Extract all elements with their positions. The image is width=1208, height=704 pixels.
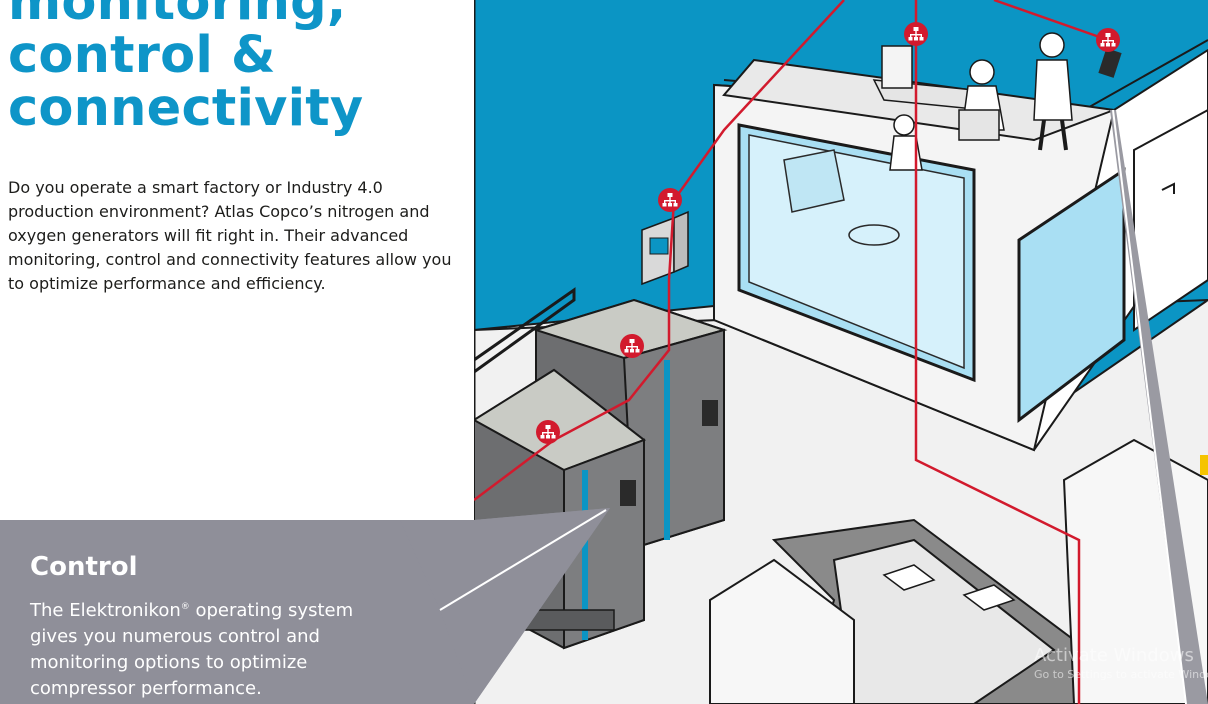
control-callout: Control The Elektronikon® operating syst… bbox=[0, 520, 474, 704]
callout-title: Control bbox=[30, 552, 138, 582]
heading-line-2: control & bbox=[8, 26, 276, 85]
callout-body-end: operating system gives you numerous cont… bbox=[30, 600, 354, 699]
text-panel: monitoring, control & connectivity Do yo… bbox=[0, 0, 474, 704]
watermark-subtitle: Go to Settings to activate Windows. bbox=[1034, 668, 1208, 681]
intro-paragraph: Do you operate a smart factory or Indust… bbox=[8, 178, 452, 293]
callout-body: The Elektronikon® operating system gives… bbox=[30, 594, 390, 702]
activation-watermark: Activate Windows Go to Settings to activ… bbox=[1034, 645, 1208, 683]
watermark-title: Activate Windows bbox=[1034, 645, 1194, 666]
registered-mark: ® bbox=[180, 602, 190, 612]
callout-body-start: The Elektronikon bbox=[30, 600, 181, 621]
heading-line-3: connectivity bbox=[8, 79, 364, 138]
heading-line-1: monitoring, bbox=[8, 0, 347, 32]
page-heading: monitoring, control & connectivity bbox=[8, 0, 363, 135]
